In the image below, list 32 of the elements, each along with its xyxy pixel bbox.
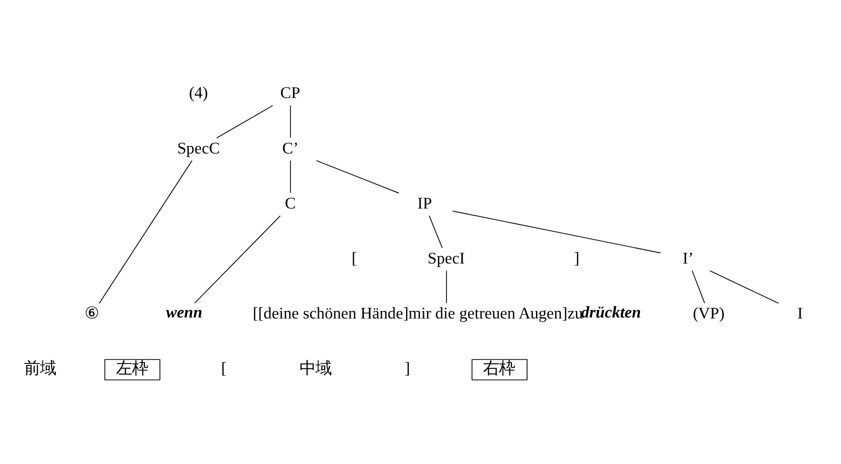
node-box: 右枠	[472, 359, 528, 380]
connector	[216, 105, 274, 138]
node-text: C’	[282, 138, 299, 158]
connector	[428, 215, 443, 248]
connector	[709, 270, 779, 304]
node-text: SpecI	[428, 248, 465, 268]
connector	[290, 105, 291, 138]
node-text: CP	[280, 83, 300, 102]
label: ]	[404, 358, 410, 378]
label: (4)	[188, 83, 208, 102]
connector	[316, 160, 400, 194]
label: 中域	[300, 358, 332, 378]
connector	[446, 270, 447, 304]
label: [	[221, 358, 227, 378]
label: 前域	[24, 358, 56, 378]
connector	[290, 160, 291, 194]
node-text: IP	[417, 193, 432, 212]
node-text: I	[797, 303, 803, 322]
connector	[194, 215, 281, 304]
node-text: (VP)	[692, 303, 725, 322]
node-box: 左枠	[104, 359, 160, 380]
connector	[692, 270, 705, 304]
node-text: SpecC	[177, 138, 220, 158]
connector	[98, 160, 192, 304]
node-text: ⑥	[84, 303, 98, 322]
node-text: I’	[682, 248, 694, 268]
label: [	[352, 248, 358, 268]
node-text: wenn	[166, 302, 202, 322]
label: ]	[574, 248, 580, 268]
node-text: C	[284, 193, 296, 212]
connector	[452, 210, 661, 254]
node-text: [[deine schönen Hände]mir die getreuen Augen]zudrückten	[252, 302, 641, 322]
